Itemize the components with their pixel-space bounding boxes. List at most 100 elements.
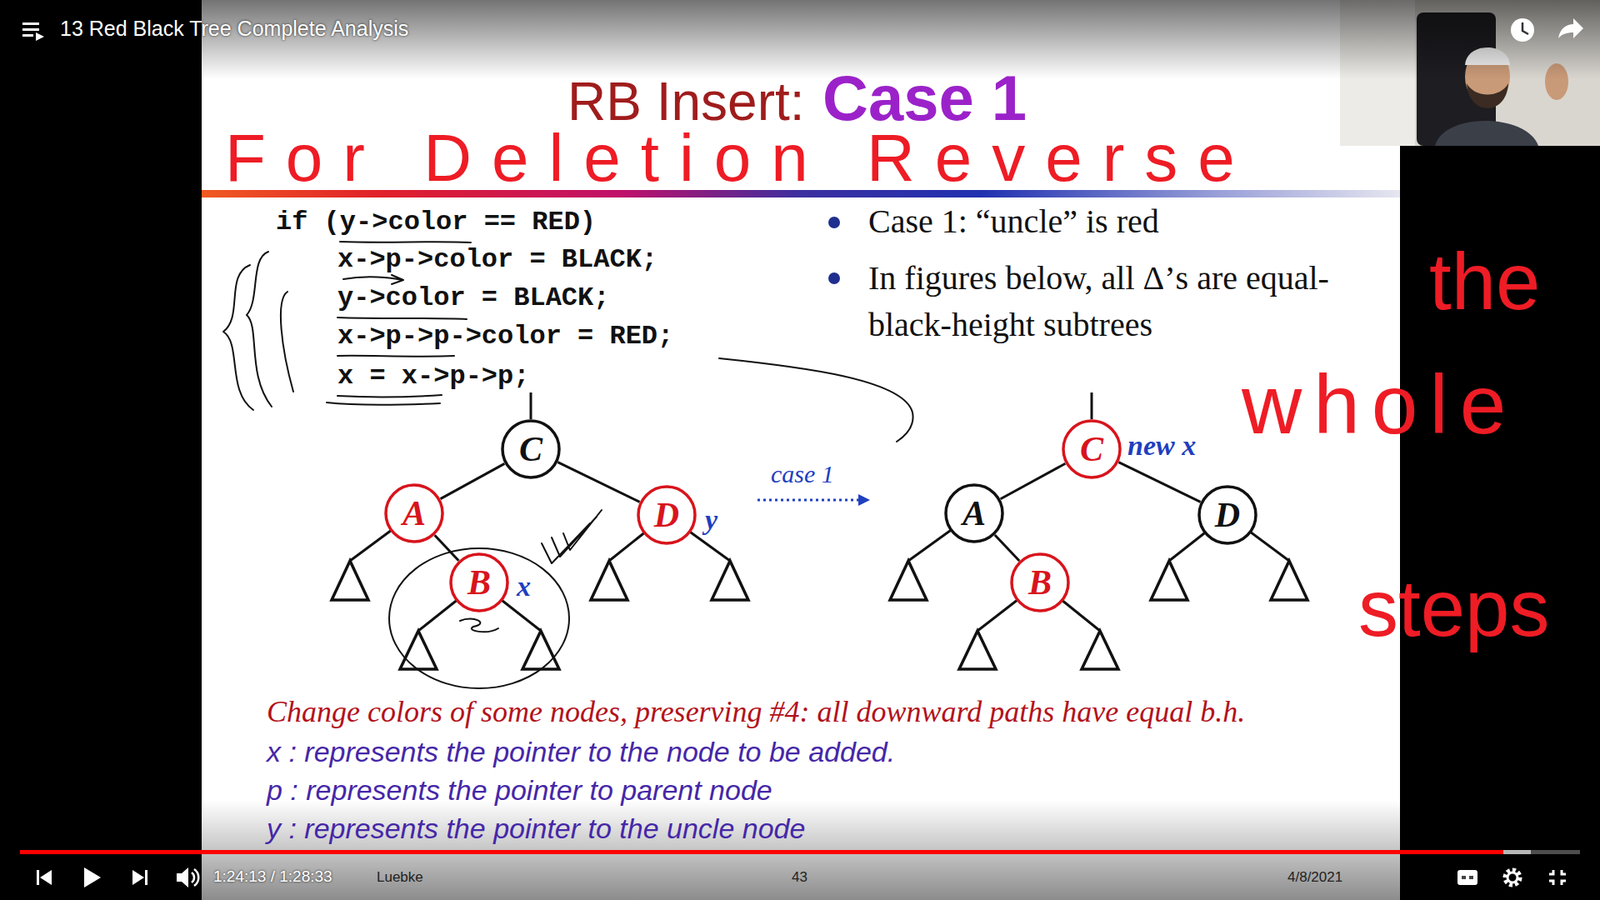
fullscreen-icon: [1561, 870, 1566, 875]
pen-scribble: [337, 395, 442, 398]
video-title: 13 Red Black Tree Complete Analysis: [60, 15, 409, 41]
code-line: x->p->color = BLACK;: [337, 244, 658, 276]
share-icon: [1558, 18, 1584, 39]
code-line: x = x->p->p;: [337, 360, 530, 393]
pen-scribble: [246, 251, 272, 407]
slide-footer: 4/8/2021: [1287, 869, 1343, 886]
settings-icon: [1505, 870, 1520, 885]
node-circle: [1063, 420, 1120, 478]
captions-icon: [1457, 870, 1478, 885]
handwritten-note: For Deletion Reverse: [225, 118, 1255, 199]
playlist-icon: [22, 34, 34, 37]
bullet-dot: [828, 272, 840, 285]
fullscreen-icon: [1549, 870, 1566, 885]
tree-node: B: [1010, 552, 1070, 613]
tree-link: [350, 392, 1290, 631]
node-letter: C: [519, 430, 543, 469]
tree-edge: [435, 535, 460, 561]
node-letter: B: [467, 563, 491, 602]
tree-node: D: [1197, 485, 1258, 545]
node-letter: D: [654, 495, 680, 535]
node-circle: [385, 485, 443, 542]
captions-icon: [1461, 875, 1466, 880]
pen-scribble: [326, 402, 440, 405]
node-letter: B: [1028, 563, 1052, 602]
play-button: [84, 867, 101, 888]
share-icon: [1558, 18, 1584, 39]
playlist-icon: [22, 22, 40, 25]
transition-arrow: [858, 494, 870, 506]
fullscreen-icon: [1549, 870, 1554, 875]
node-letter: D: [1215, 495, 1240, 535]
handwritten-note: steps: [1358, 560, 1550, 656]
previous-button: [36, 870, 52, 885]
handwritten-note: whole: [1241, 354, 1518, 455]
node-circle: [638, 486, 695, 544]
pointer-label: y: [705, 503, 718, 538]
tree-node: B: [449, 552, 510, 613]
tree-link: [530, 392, 533, 420]
progress-bar: [20, 850, 1504, 855]
progress-bar: [20, 850, 1580, 855]
node-circle: [502, 420, 560, 478]
webcam-inset: [1466, 83, 1509, 109]
bullet-text: Case 1: “uncle” is red: [868, 201, 1160, 242]
next-button: [145, 870, 148, 885]
volume-icon: [191, 872, 195, 883]
clock-icon: [1510, 18, 1535, 42]
subtree-triangle: [1270, 560, 1308, 600]
transition-label: case 1: [770, 459, 835, 490]
pointer-label: x: [516, 570, 531, 605]
playlist-icon: [22, 22, 45, 41]
code-line: x->p->p->color = RED;: [337, 320, 674, 353]
settings-icon: [1507, 872, 1518, 883]
subtree-triangle: [331, 560, 369, 600]
subtree-triangle: [1081, 630, 1119, 670]
tree-node: A: [944, 483, 1005, 544]
fullscreen-icon: [1561, 880, 1566, 885]
play-button: [84, 867, 101, 888]
subtree-triangle: [959, 630, 996, 670]
transition-arrow: [757, 499, 859, 502]
previous-button: [36, 870, 40, 885]
slide-footer: 43: [791, 869, 808, 886]
tree-edge: [440, 463, 505, 499]
subtree-triangle: [1150, 560, 1188, 600]
tree-edge: [995, 535, 1020, 561]
tree-node: C: [1061, 419, 1122, 480]
tree-edge: [1118, 462, 1200, 503]
tree-edge: [557, 462, 640, 503]
progress-bar: [20, 850, 1580, 855]
subtree-triangle: [590, 560, 628, 600]
subtree-triangle: [400, 630, 437, 670]
pen-scribble: [337, 317, 467, 320]
tree-link: [1090, 392, 1094, 420]
clock-icon: [1522, 22, 1529, 35]
node-letter: A: [962, 494, 986, 533]
tree-node: C: [500, 419, 561, 480]
pen-scribble: [719, 358, 914, 442]
subtree-triangle: [522, 630, 560, 670]
slide-footer: Luebke: [376, 869, 424, 886]
captions-icon: [1457, 870, 1478, 885]
pen-scribble: [340, 241, 471, 243]
captions-icon: [1469, 875, 1474, 880]
bullet-dot: [828, 216, 840, 285]
code-line: y->color = BLACK;: [337, 282, 610, 315]
pen-scribble: [223, 265, 254, 410]
progress-bar: [1503, 850, 1531, 855]
slide-note: Change colors of some nodes, preserving …: [266, 694, 1245, 730]
code-line: if (y->color == RED): [275, 206, 596, 239]
node-circle: [945, 485, 1003, 542]
subtree-triangle: [890, 560, 927, 600]
pen-scribble: [223, 241, 914, 689]
pointer-label: new x: [1127, 429, 1196, 464]
tree-node: A: [384, 483, 445, 544]
pen-scribble: [460, 619, 499, 633]
volume-icon: [176, 867, 189, 888]
slide-note: y : represents the pointer to the uncle …: [266, 811, 805, 846]
clock-icon: [1510, 18, 1535, 42]
transition-arrow: [757, 494, 870, 506]
